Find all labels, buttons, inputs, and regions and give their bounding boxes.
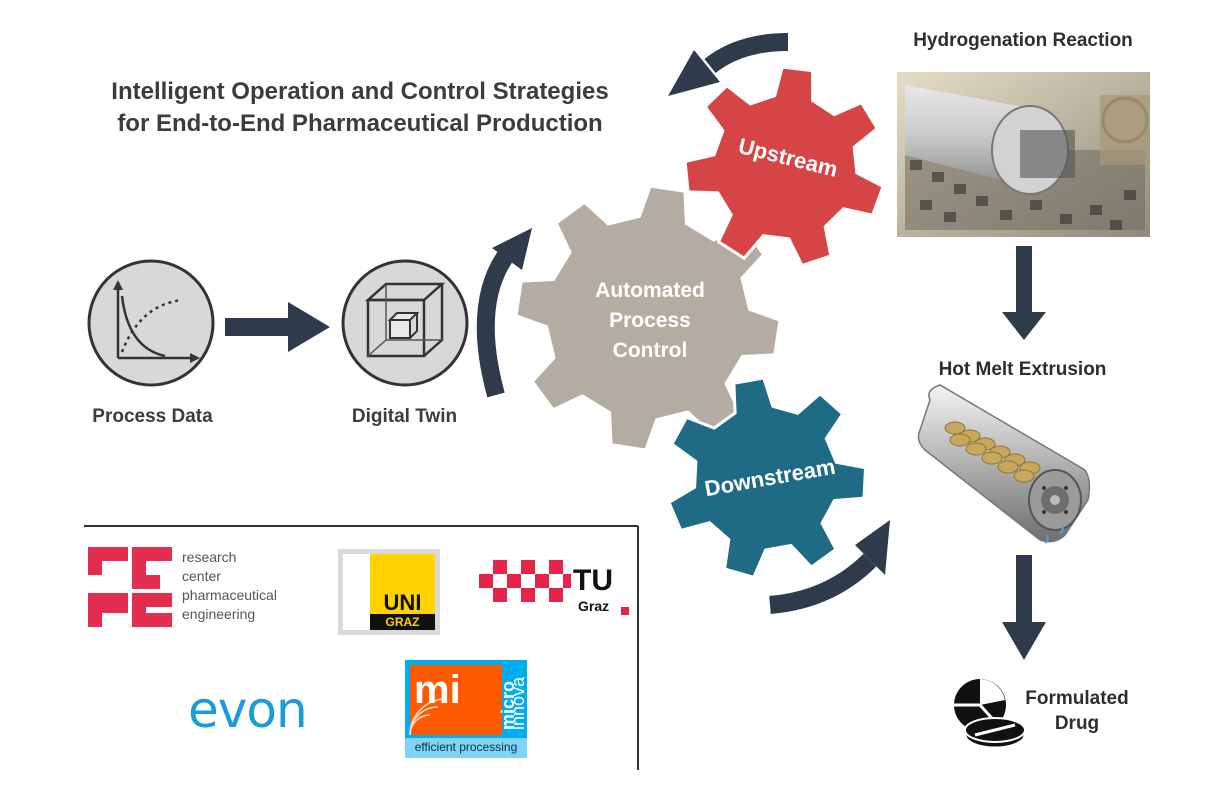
micro-innova-logo-mark bbox=[405, 660, 527, 758]
page-title: Intelligent Operation and Control Strate… bbox=[40, 76, 680, 140]
rcpe-line-3: pharmaceutical bbox=[182, 587, 277, 603]
rcpe-line-2: center bbox=[182, 568, 221, 584]
innova-logo-text: innova bbox=[508, 676, 528, 730]
formulated-drug-label: Formulated Drug bbox=[1007, 686, 1147, 736]
hot-melt-label: Hot Melt Extrusion bbox=[938, 359, 1107, 380]
digital-twin-label: Digital Twin bbox=[351, 406, 458, 427]
tu-graz-logo-mark bbox=[479, 560, 629, 615]
evon-logo: evon bbox=[188, 681, 308, 739]
tu-logo-text: TU bbox=[573, 564, 613, 597]
gear-downstream-shape bbox=[667, 376, 868, 580]
drug-label-line-1: Formulated bbox=[1025, 688, 1129, 709]
rcpe-line-4: engineering bbox=[182, 606, 256, 622]
arrow-twin-to-control bbox=[476, 228, 532, 398]
rcpe-line-1: research bbox=[182, 549, 237, 565]
arrow-top-return bbox=[668, 33, 789, 96]
process-curve-icon bbox=[87, 259, 215, 387]
hydrogenation-photo bbox=[897, 72, 1150, 237]
title-line-2: for End-to-End Pharmaceutical Production bbox=[117, 110, 603, 137]
drug-label-line-2: Drug bbox=[1054, 713, 1100, 734]
rcpe-logo-text: research center pharmaceutical engineeri… bbox=[182, 548, 277, 624]
gear-upstream-shape bbox=[683, 65, 885, 268]
rcpe-logo-mark bbox=[88, 547, 172, 627]
gear-downstream bbox=[667, 376, 868, 580]
uni-graz-logo-mark bbox=[338, 549, 440, 635]
pill-icon bbox=[954, 679, 1027, 750]
control-label-line-1: Automated bbox=[595, 279, 705, 302]
mi-logo-text: mi bbox=[414, 668, 461, 712]
hot-melt-extruder-illustration bbox=[917, 384, 1091, 544]
tu-graz-text: Graz bbox=[578, 598, 610, 614]
title-line-1: Intelligent Operation and Control Strate… bbox=[111, 78, 609, 105]
arrow-data-to-twin bbox=[225, 302, 330, 352]
logo-box-border bbox=[84, 525, 639, 770]
control-label: Automated Process Control bbox=[575, 276, 725, 366]
micro-tagline: efficient processing bbox=[414, 740, 518, 754]
uni-graz-graz: GRAZ bbox=[385, 615, 420, 629]
arrow-extrusion-to-drug bbox=[1002, 555, 1046, 660]
arrow-bottom-forward bbox=[769, 520, 890, 614]
uni-graz-uni: UNI bbox=[383, 590, 422, 615]
control-label-line-2: Process bbox=[609, 309, 691, 332]
digital-twin-cube-icon bbox=[341, 259, 469, 387]
control-label-line-3: Control bbox=[612, 339, 688, 362]
hydrogenation-label: Hydrogenation Reaction bbox=[913, 30, 1133, 51]
gear-upstream bbox=[683, 65, 885, 268]
process-data-label: Process Data bbox=[92, 406, 213, 427]
arrow-hydrogenation-to-extrusion bbox=[1002, 246, 1046, 340]
